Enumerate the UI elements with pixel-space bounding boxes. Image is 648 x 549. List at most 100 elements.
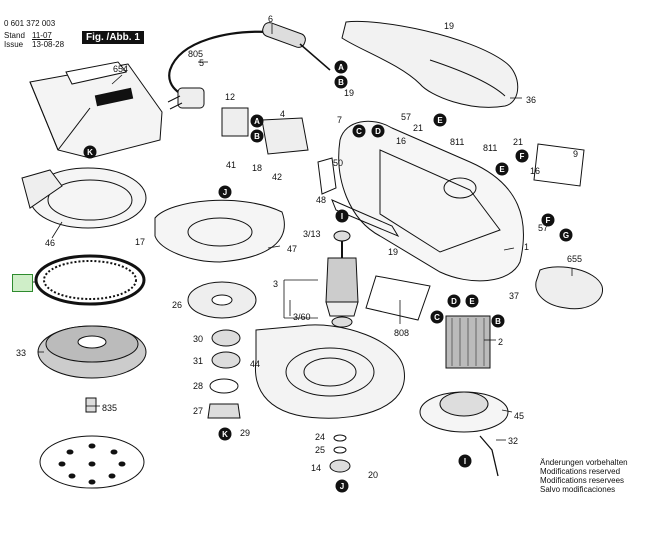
svg-text:K: K bbox=[222, 430, 228, 439]
part-label: 9 bbox=[573, 149, 578, 159]
modification-notes: Änderungen vorbehalten Modifications res… bbox=[540, 458, 628, 494]
part-label: 27 bbox=[193, 406, 203, 416]
highlight-box-part-38[interactable] bbox=[12, 274, 33, 292]
callout-marker: K bbox=[218, 427, 232, 441]
part-label: 19 bbox=[344, 88, 354, 98]
callout-marker: E bbox=[465, 294, 479, 308]
part-label: 57 bbox=[401, 112, 411, 122]
stand-date: 11-07 bbox=[32, 31, 52, 40]
callout-marker: B bbox=[334, 75, 348, 89]
callout-marker: A bbox=[334, 60, 348, 74]
callout-marker: D bbox=[371, 124, 385, 138]
part-label: 6 bbox=[268, 14, 273, 24]
part-label: 2 bbox=[498, 337, 503, 347]
svg-text:I: I bbox=[464, 457, 466, 466]
callout-marker: I bbox=[458, 454, 472, 468]
svg-text:E: E bbox=[469, 297, 475, 306]
callout-marker: K bbox=[83, 145, 97, 159]
part-label: 3/60 bbox=[293, 312, 311, 322]
part-label: 21 bbox=[413, 123, 423, 133]
svg-text:J: J bbox=[340, 482, 344, 491]
issue-label: Issue bbox=[4, 40, 24, 49]
svg-text:I: I bbox=[341, 212, 343, 221]
part-label: 50 bbox=[333, 158, 343, 168]
callout-marker: E bbox=[433, 113, 447, 127]
part-label: 31 bbox=[193, 356, 203, 366]
callout-marker: B bbox=[250, 129, 264, 143]
part-label: 808 bbox=[394, 328, 409, 338]
svg-text:B: B bbox=[495, 317, 501, 326]
part-label: 18 bbox=[252, 163, 262, 173]
part-label: 14 bbox=[311, 463, 321, 473]
part-label: 42 bbox=[272, 172, 282, 182]
motor-housing-drawing bbox=[338, 120, 524, 282]
callout-marker: F bbox=[515, 149, 529, 163]
part-label: 41 bbox=[226, 160, 236, 170]
callout-marker: J bbox=[335, 479, 349, 493]
svg-text:J: J bbox=[223, 188, 227, 197]
part-label: 24 bbox=[315, 432, 325, 442]
callout-marker: J bbox=[218, 185, 232, 199]
part-label: 655 bbox=[567, 254, 582, 264]
part-label: 835 bbox=[102, 403, 117, 413]
part-label: 21 bbox=[513, 137, 523, 147]
svg-text:F: F bbox=[520, 152, 525, 161]
part-label: 26 bbox=[172, 300, 182, 310]
note-line: Änderungen vorbehalten bbox=[540, 458, 628, 467]
callout-marker: B bbox=[491, 314, 505, 328]
part-label: 811 bbox=[450, 137, 464, 147]
part-label: 17 bbox=[135, 237, 145, 247]
part-label: 37 bbox=[509, 291, 519, 301]
svg-text:B: B bbox=[254, 132, 260, 141]
part-label: 16 bbox=[530, 166, 540, 176]
part-label: 48 bbox=[316, 195, 326, 205]
part-label: 5 bbox=[199, 58, 204, 68]
part-label: 16 bbox=[396, 136, 406, 146]
callout-marker: I bbox=[335, 209, 349, 223]
callout-marker: E bbox=[495, 162, 509, 176]
svg-text:C: C bbox=[356, 127, 362, 136]
part-label: 7 bbox=[337, 115, 342, 125]
stand-label: Stand bbox=[4, 31, 25, 40]
part-label: 36 bbox=[526, 95, 536, 105]
part-label: 25 bbox=[315, 445, 325, 455]
callout-marker: C bbox=[352, 124, 366, 138]
part-label: 30 bbox=[193, 334, 203, 344]
part-label: 805 bbox=[188, 49, 203, 59]
part-label: 654 bbox=[113, 64, 128, 74]
svg-text:A: A bbox=[254, 117, 260, 126]
callout-marker: F bbox=[541, 213, 555, 227]
note-line: Salvo modificaciones bbox=[540, 485, 616, 494]
svg-text:K: K bbox=[87, 148, 93, 157]
part-label: 19 bbox=[444, 21, 454, 31]
callout-marker: D bbox=[447, 294, 461, 308]
part-label: 3 bbox=[273, 279, 278, 289]
part-label: 32 bbox=[508, 436, 518, 446]
note-line: Modifications reservees bbox=[540, 476, 625, 485]
part-label: 12 bbox=[225, 92, 235, 102]
part-label: 811 bbox=[483, 143, 497, 153]
svg-text:E: E bbox=[437, 116, 443, 125]
part-label: 44 bbox=[250, 359, 260, 369]
svg-text:G: G bbox=[563, 231, 569, 240]
part-label: 47 bbox=[287, 244, 297, 254]
callout-marker: G bbox=[559, 228, 573, 242]
svg-text:A: A bbox=[338, 63, 344, 72]
figure-label: Fig. /Abb. 1 bbox=[82, 31, 144, 44]
note-line: Modifications reserved bbox=[540, 467, 621, 476]
part-label: 45 bbox=[514, 411, 524, 421]
part-label: 33 bbox=[16, 348, 26, 358]
svg-text:E: E bbox=[499, 165, 505, 174]
dust-bag-drawing bbox=[29, 61, 163, 159]
callout-marker: A bbox=[250, 114, 264, 128]
part-label: 3/13 bbox=[303, 229, 321, 239]
part-label: 57 bbox=[538, 223, 548, 233]
svg-text:D: D bbox=[451, 297, 457, 306]
svg-text:B: B bbox=[338, 78, 344, 87]
svg-text:F: F bbox=[546, 216, 551, 225]
part-label: 4 bbox=[280, 109, 285, 119]
callout-marker: C bbox=[430, 310, 444, 324]
plug-drawing bbox=[167, 87, 205, 110]
part-label: 19 bbox=[388, 247, 398, 257]
